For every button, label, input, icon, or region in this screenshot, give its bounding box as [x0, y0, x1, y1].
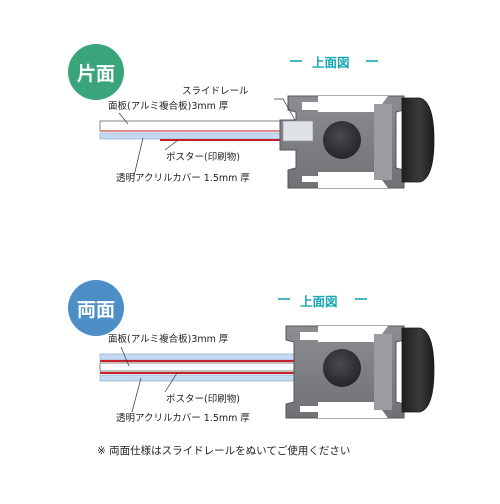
double-rail-core-circle [323, 349, 361, 387]
double-label-acrylic: 透明アクリルカバー 1.5mm 厚 [116, 413, 250, 424]
double-acrylic-top [99, 353, 311, 361]
single-rail-notch-bottom [318, 172, 388, 188]
single-label-poster: ポスター(印刷物) [166, 152, 240, 163]
single-sided-badge: 片面 [68, 44, 124, 100]
single-rail-notch-top [318, 96, 388, 112]
double-acrylic-bottom [99, 374, 311, 382]
double-knob [401, 327, 435, 413]
usage-note: ※ 両面仕様はスライドレールをぬいてご使用ください [97, 445, 351, 457]
double-rail-notch-bottom [318, 402, 388, 418]
single-acrylic-sheet [99, 132, 305, 140]
double-rail-profile [285, 325, 405, 419]
single-knob [401, 97, 435, 183]
single-rail-inner [374, 104, 392, 180]
double-sheet-stack [99, 353, 311, 382]
single-label-slide-rail: スライドレール [182, 86, 249, 97]
single-leader-lines [118, 98, 296, 177]
single-leader-acrylic [133, 137, 144, 177]
single-label-panel: 面板(アルミ複合板)3mm 厚 [108, 101, 229, 112]
double-sided-badge: 両面 [68, 280, 124, 336]
single-panel-sheet [99, 120, 311, 132]
double-panel-sheet [99, 362, 311, 372]
double-leader-panel [120, 346, 130, 367]
double-label-panel: 面板(アルミ複合板)3mm 厚 [108, 334, 229, 345]
double-leader-lines [120, 346, 178, 413]
single-top-view-title: 上面図 [312, 55, 350, 70]
single-rail-core-circle [323, 121, 361, 159]
single-leader-slide-rail [274, 98, 296, 121]
single-label-acrylic: 透明アクリルカバー 1.5mm 厚 [116, 173, 250, 184]
single-rail-profile [279, 95, 405, 189]
double-rail-slot-top [300, 332, 318, 340]
double-rail-inner [374, 334, 392, 410]
single-rail-slot-top [302, 102, 320, 110]
double-top-view-title: 上面図 [300, 294, 338, 309]
double-rail-slot-bottom [300, 406, 318, 412]
double-sided-section [99, 298, 435, 419]
single-leader-panel [118, 112, 129, 125]
double-leader-poster [164, 372, 178, 393]
single-sided-section [99, 60, 435, 189]
double-leader-acrylic [131, 377, 142, 413]
single-leader-poster [164, 139, 179, 151]
double-rail-notch-top [318, 326, 388, 342]
single-slide-rail-insert [282, 120, 314, 142]
double-label-poster: ポスター(印刷物) [166, 394, 240, 405]
single-rail-slot-bottom [302, 176, 320, 182]
single-sheet-stack [99, 120, 311, 141]
